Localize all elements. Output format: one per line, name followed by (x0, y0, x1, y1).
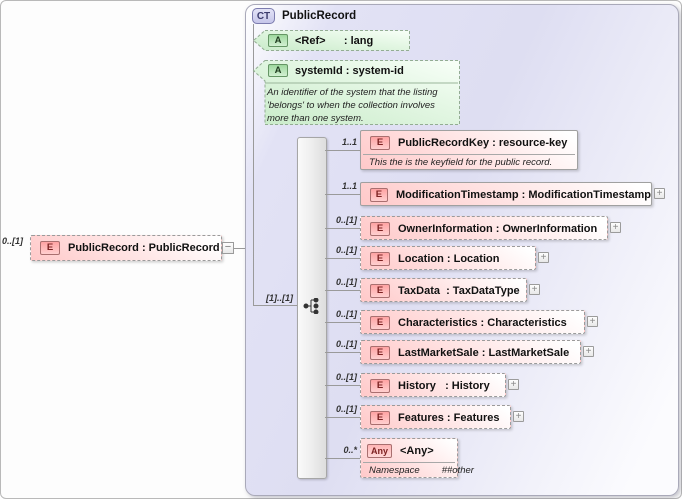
annotation-divider (363, 154, 575, 155)
expand-button[interactable]: + (654, 188, 665, 199)
connector-line (325, 258, 360, 259)
expand-button[interactable]: + (583, 346, 594, 357)
element-badge-icon: E (370, 378, 390, 393)
connector-line (325, 385, 360, 386)
cardinality-label: 1..1 (341, 181, 357, 191)
element-label: LastMarketSale : LastMarketSale (398, 346, 570, 359)
element-label: <Any> (400, 444, 434, 457)
expand-button[interactable]: + (529, 284, 540, 295)
element-location[interactable]: E Location : Location (360, 246, 536, 270)
expand-button[interactable]: + (513, 411, 524, 422)
cardinality-label: 0..[1] (335, 277, 357, 287)
element-badge-icon: E (370, 283, 390, 298)
source-element-label: PublicRecord : PublicRecord (68, 241, 220, 254)
element-badge-icon: E (370, 135, 390, 150)
connector-line (325, 458, 360, 459)
any-badge-icon: Any (367, 443, 392, 458)
element-badge-icon: E (370, 221, 390, 236)
element-label: TaxData : TaxDataType (398, 284, 520, 297)
attribute-ref-label: <Ref> : lang (295, 34, 374, 47)
element-label: Characteristics : Characteristics (398, 316, 567, 329)
connector-line (325, 322, 360, 323)
expand-button[interactable]: + (538, 252, 549, 263)
attribute-tag-shape (252, 30, 410, 51)
tree-elbow-line (253, 305, 297, 306)
element-badge-icon: E (370, 315, 390, 330)
element-badge-icon: E (370, 251, 390, 266)
attribute-tag-shape (252, 60, 460, 125)
namespace-label: Namespace (369, 465, 420, 476)
element-history[interactable]: E History : History (360, 373, 506, 397)
connector-line (325, 194, 360, 195)
element-annotation: This the is the keyfield for the public … (369, 157, 553, 168)
source-element-publicrecord[interactable]: E PublicRecord : PublicRecord (30, 235, 222, 261)
connector-line (325, 352, 360, 353)
element-badge-icon: E (370, 187, 388, 202)
attribute-systemid-label: systemId : system-id (295, 64, 404, 77)
complex-type-badge-icon: CT (252, 8, 275, 24)
collapse-button[interactable]: − (222, 242, 234, 254)
element-taxdata[interactable]: E TaxData : TaxDataType (360, 278, 527, 302)
cardinality-label: 0..[1] (335, 215, 357, 225)
attribute-ref[interactable]: A <Ref> : lang (252, 30, 410, 51)
cardinality-label: 0..[1] (335, 404, 357, 414)
annotation-divider (363, 462, 455, 463)
connector-source-to-type (234, 248, 246, 249)
element-label: ModificationTimestamp : ModificationTime… (395, 188, 651, 201)
attribute-annotation: An identifier of the system that the lis… (267, 87, 438, 124)
element-lastmarketsale[interactable]: E LastMarketSale : LastMarketSale (360, 340, 581, 364)
compositor-cardinality: [1]..[1] (266, 293, 293, 303)
attribute-badge-icon: A (268, 64, 288, 77)
element-label: PublicRecordKey : resource-key (398, 136, 568, 149)
cardinality-label: 1..1 (341, 137, 357, 147)
expand-button[interactable]: + (610, 222, 621, 233)
cardinality-label: 0..[1] (335, 339, 357, 349)
element-modificationtimestamp[interactable]: E ModificationTimestamp : ModificationTi… (360, 182, 652, 206)
sequence-icon (303, 298, 319, 314)
cardinality-label: 0..* (343, 445, 357, 455)
cardinality-label: 0..[1] (335, 245, 357, 255)
expand-button[interactable]: + (508, 379, 519, 390)
cardinality-label: 0..[1] (335, 309, 357, 319)
source-cardinality: 0..[1] (2, 236, 24, 246)
namespace-value: ##other (441, 465, 474, 476)
connector-line (325, 290, 360, 291)
expand-button[interactable]: + (587, 316, 598, 327)
element-badge-icon: E (370, 345, 390, 360)
element-badge-icon: E (40, 240, 60, 255)
element-label: OwnerInformation : OwnerInformation (398, 222, 598, 235)
element-label: Location : Location (398, 252, 500, 265)
sequence-compositor-bar[interactable] (297, 137, 327, 479)
attribute-systemid[interactable]: A systemId : system-id An identifier of … (252, 60, 460, 125)
element-ownerinformation[interactable]: E OwnerInformation : OwnerInformation (360, 216, 608, 240)
element-publicrecordkey[interactable]: E PublicRecordKey : resource-key This th… (360, 130, 578, 170)
connector-line (325, 228, 360, 229)
connector-line (325, 150, 360, 151)
element-label: Features : Features (398, 411, 500, 424)
element-label: History : History (398, 379, 490, 392)
element-characteristics[interactable]: E Characteristics : Characteristics (360, 310, 585, 334)
element-features[interactable]: E Features : Features (360, 405, 511, 429)
complex-type-header: CT PublicRecord (252, 8, 356, 24)
element-any-wildcard[interactable]: Any <Any> Namespace ##other (360, 438, 474, 478)
element-badge-icon: E (370, 410, 390, 425)
tree-trunk-line (253, 24, 254, 305)
connector-line (325, 417, 360, 418)
complex-type-title: PublicRecord (282, 10, 357, 22)
cardinality-label: 0..[1] (335, 372, 357, 382)
attribute-badge-icon: A (268, 34, 288, 47)
